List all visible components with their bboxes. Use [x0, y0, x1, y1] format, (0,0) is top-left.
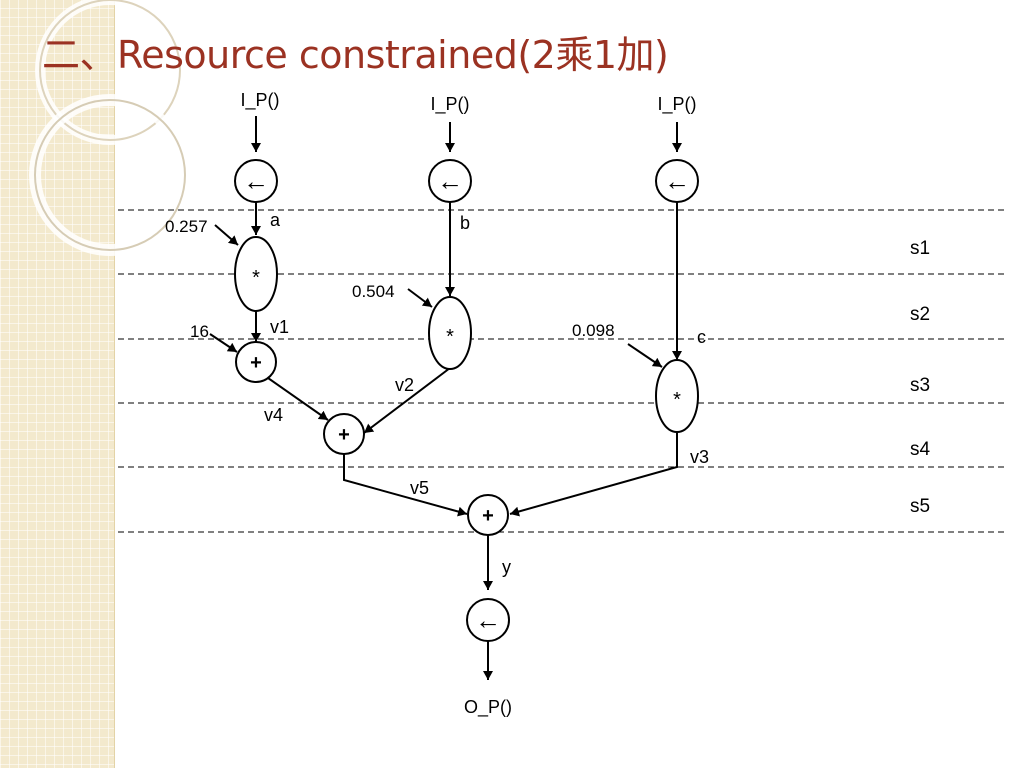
- edge-v5: [343, 453, 468, 517]
- arrow-left-icon: ←: [664, 166, 690, 196]
- multiply-symbol: *: [446, 326, 454, 348]
- add-symbol: +: [250, 352, 262, 374]
- edge-v2: [363, 367, 451, 434]
- add-node-2: [323, 413, 365, 455]
- coefficient-0098: 0.098: [572, 321, 615, 340]
- edge-label-v3: v3: [690, 447, 709, 467]
- step-label-s3: s3: [910, 375, 930, 396]
- edge-label-v4: v4: [264, 405, 283, 425]
- edge-coef-0257: [214, 224, 239, 246]
- input-labels: I_P() I_P() I_P(): [240, 90, 696, 115]
- edge-label-b: b: [460, 213, 470, 233]
- decorative-rings: [29, 0, 191, 256]
- output-label: O_P(): [464, 697, 512, 718]
- edge-v3: [509, 432, 678, 517]
- edge-v4: [267, 377, 329, 421]
- multiply-node-2: [428, 296, 472, 370]
- edge-coef-0504: [407, 288, 433, 308]
- multiply-node-1: [234, 236, 278, 312]
- edge-labels: a b c v1 v2 v3 v4 v5 y: [264, 210, 709, 577]
- arrow-left-icon: ←: [437, 166, 463, 196]
- multiply-symbol: *: [673, 389, 681, 411]
- arrow-left-icon: ←: [475, 605, 501, 635]
- slide-title: 二、Resource constrained(2乘1加): [42, 33, 669, 77]
- edge-label-a: a: [270, 210, 281, 230]
- edge-label-c: c: [697, 327, 706, 347]
- edge-coef-0098: [627, 343, 663, 368]
- arrow-left-icon: ←: [243, 166, 269, 196]
- multiply-symbol: *: [252, 267, 260, 289]
- add-symbol: +: [482, 505, 494, 527]
- step-labels: s1 s2 s3 s4 s5: [910, 238, 931, 517]
- input-label-a: I_P(): [240, 90, 279, 111]
- edge-label-v1: v1: [270, 317, 289, 337]
- edge-label-v2: v2: [395, 375, 414, 395]
- coefficient-0504: 0.504: [352, 282, 395, 301]
- coefficient-labels: 0.257 0.504 0.098 16: [165, 217, 615, 341]
- input-label-c: I_P(): [657, 94, 696, 115]
- step-separators: [118, 209, 1006, 533]
- node-symbols: ← ← ← * * * + + + ←: [243, 166, 690, 635]
- edges: [209, 116, 682, 680]
- multiply-node-3: [655, 359, 699, 433]
- constant-16: 16: [190, 322, 209, 341]
- input-node-a: [234, 159, 278, 203]
- step-label-s5: s5: [910, 496, 930, 517]
- input-node-c: [655, 159, 699, 203]
- add-symbol: +: [338, 424, 350, 446]
- input-node-b: [428, 159, 472, 203]
- edge-label-y: y: [502, 557, 511, 577]
- step-label-s1: s1: [910, 238, 930, 259]
- add-node-1: [235, 341, 277, 383]
- output-node: [466, 598, 510, 642]
- edge-const-16: [209, 333, 238, 353]
- input-label-b: I_P(): [430, 94, 469, 115]
- step-label-s2: s2: [910, 304, 930, 325]
- edge-label-v5: v5: [410, 478, 429, 498]
- nodes: [234, 159, 699, 642]
- add-node-3: [467, 494, 509, 536]
- coefficient-0257: 0.257: [165, 217, 208, 236]
- step-label-s4: s4: [910, 439, 931, 460]
